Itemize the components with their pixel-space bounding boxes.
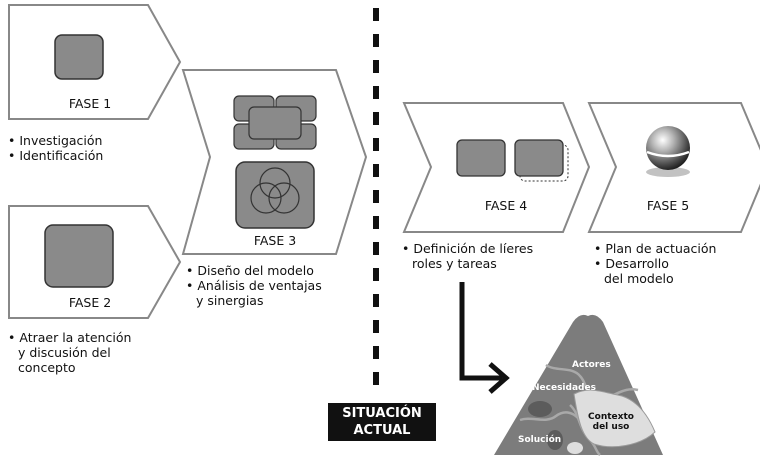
phase-3-bullet-3: y sinergias [196,293,264,308]
phase-2-bullet-1: Atraer la atención [19,330,132,345]
phase-3-modules-icon [233,95,317,150]
phase-1-bullet-2: Identificación [19,148,104,163]
phase-4-label: FASE 4 [484,198,528,213]
flow-arrow [459,282,510,394]
phase-3-bullet-1: Diseño del modelo [197,263,314,278]
current-situation-line-2: ACTUAL [353,423,411,438]
phase-1-label: FASE 1 [68,96,112,111]
puzzle-label-actores: Actores [572,360,611,370]
phase-4-bullet-2: roles y tareas [412,256,497,271]
phase-1-bullets: • Investigación • Identificación [8,133,104,163]
puzzle-label-contexto: Contexto del uso [586,412,636,432]
phase-3-bullet-2: Análisis de ventajas [197,278,322,293]
phase-1-chevron [8,4,182,120]
puzzle-label-necesidades: Necesidades [532,383,596,393]
phase-4-bullets: • Definición de líeres roles y tareas [402,241,534,271]
current-situation-badge: SITUACIÓN ACTUAL [328,403,436,441]
phase-4-bullet-1: Definición de líeres [413,241,534,256]
phase-5-bullet-1: Plan de actuación [605,241,717,256]
phase-5-bullet-3: del modelo [604,271,674,286]
phase-4-chevron [402,102,591,233]
phase-4-copy-icon [514,139,564,177]
current-situation-line-1: SITUACIÓN [342,406,422,421]
phase-2-bullet-2: y discusión del [18,345,111,360]
phase-5-bullets: • Plan de actuación • Desarrollo del mod… [594,241,717,286]
phase-5-chevron [587,102,760,233]
phase-3-chevron [181,69,368,255]
phase-4-block-icon [456,139,506,177]
phase-2-chevron [8,205,182,319]
puzzle-pyramid [494,314,663,456]
phase-3-label: FASE 3 [253,233,297,248]
phase-1-block-icon [54,34,104,80]
phase-5-bullet-2: Desarrollo [605,256,669,271]
phase-2-bullet-3: concepto [18,360,76,375]
phase-3-venn-icon [235,161,315,229]
phase-2-block-icon [44,224,114,288]
phase-2-bullets: • Atraer la atención y discusión del con… [8,330,132,375]
phase-5-label: FASE 5 [646,198,690,213]
puzzle-label-solucion: Solución [518,435,562,445]
puzzle-label-contexto-2: del uso [592,422,630,432]
phase-5-sphere-icon [646,126,690,177]
phase-1-bullet-1: Investigación [19,133,103,148]
phase-3-bullets: • Diseño del modelo • Análisis de ventaj… [186,263,322,308]
phase-2-label: FASE 2 [68,295,112,310]
puzzle-label-contexto-1: Contexto [588,412,634,422]
